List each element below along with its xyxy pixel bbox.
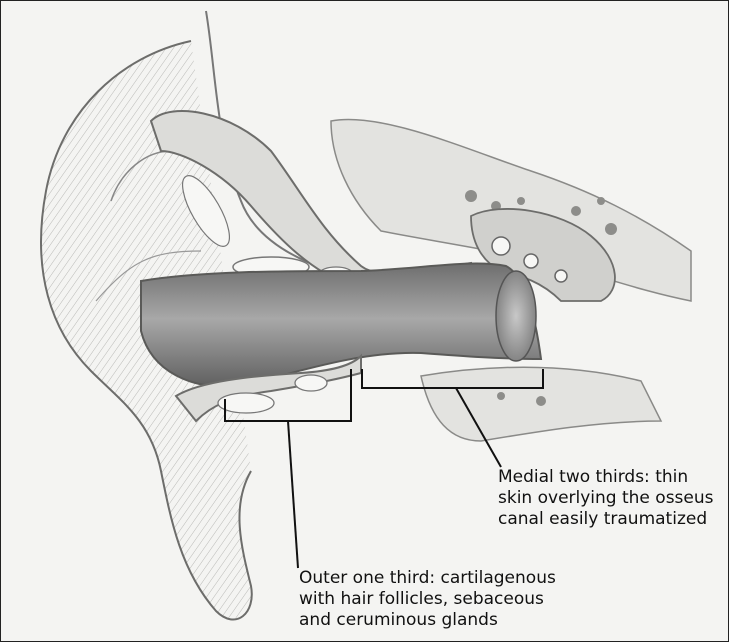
eardrum bbox=[496, 271, 536, 361]
medial-two-thirds-label: Medial two thirds: thin skin overlying t… bbox=[498, 467, 724, 530]
outer-one-third-label: Outer one third: cartilagenous with hair… bbox=[299, 568, 599, 631]
